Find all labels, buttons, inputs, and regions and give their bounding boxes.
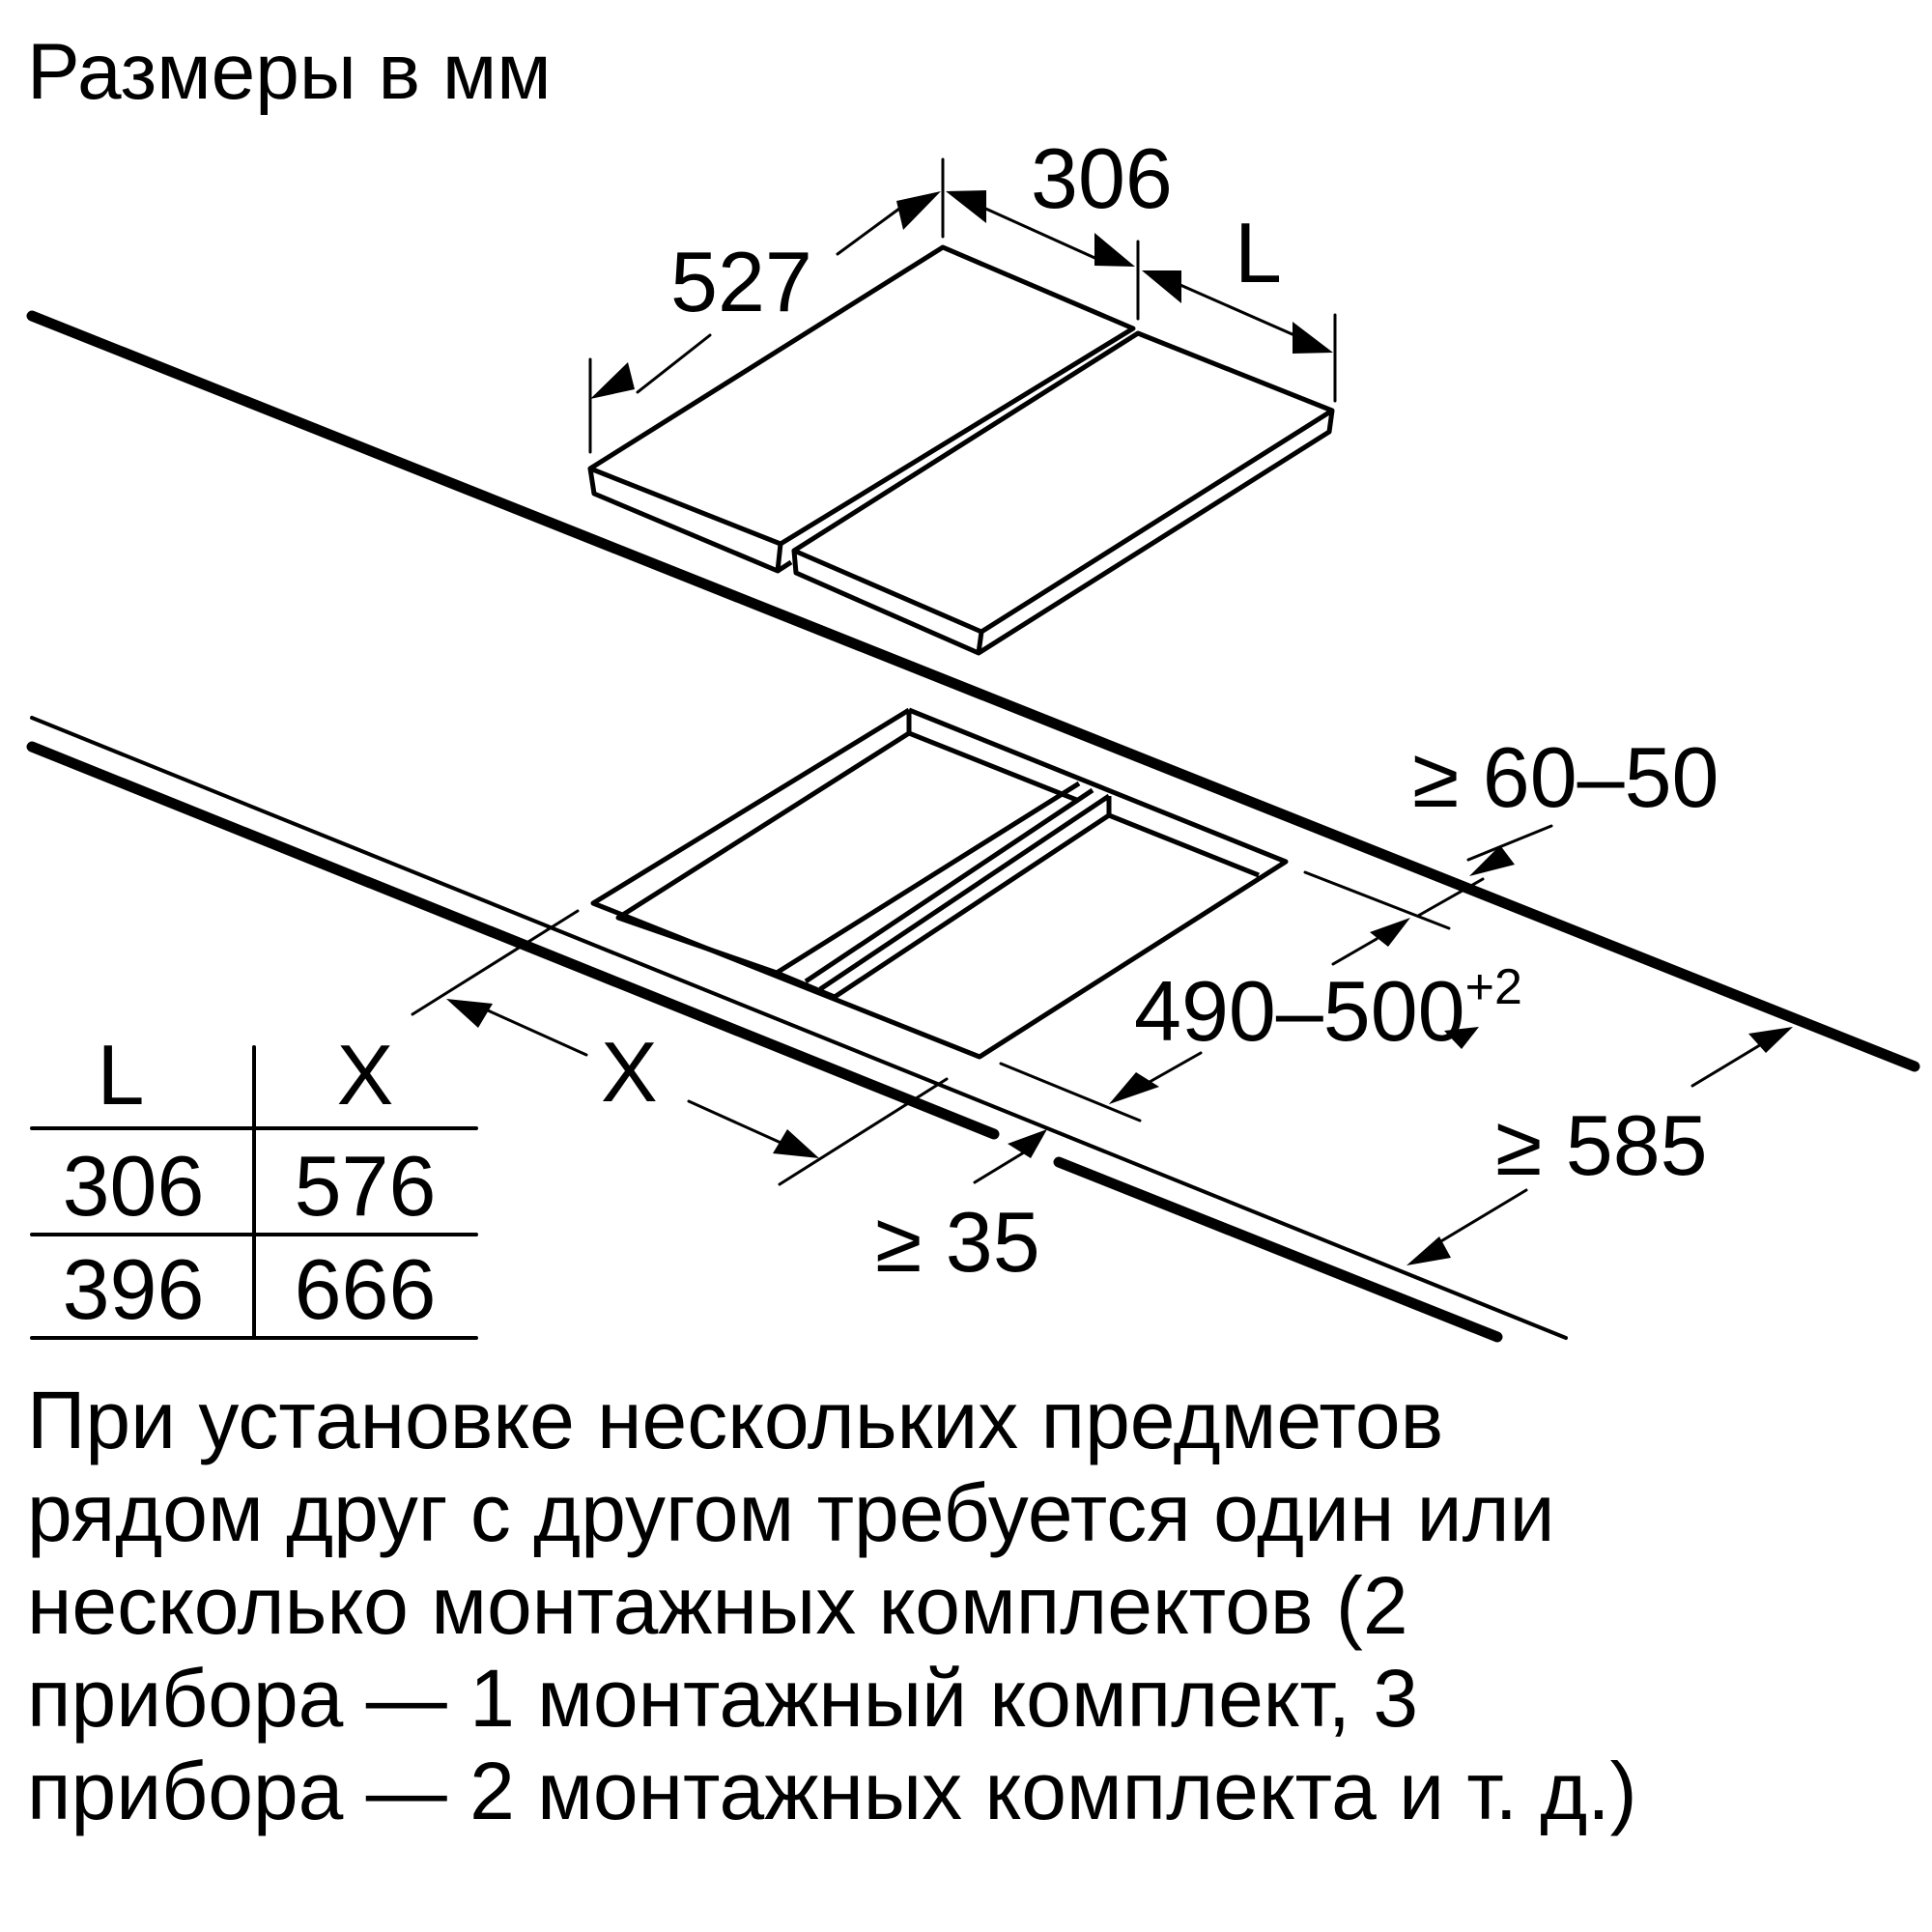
dimension-front-clearance: ≥ 35 xyxy=(875,1129,1047,1290)
note-line: прибора — 2 монтажных комплекта и т. д.) xyxy=(27,1746,1637,1836)
size-table-cell: 306 xyxy=(63,1138,205,1234)
dimension-X: X xyxy=(411,909,949,1186)
note-line: несколько монтажных комплектов (2 xyxy=(27,1560,1408,1651)
size-table-cell: 576 xyxy=(295,1138,437,1234)
note-line: прибора — 1 монтажный комплект, 3 xyxy=(27,1653,1419,1744)
hob-modules xyxy=(587,244,1335,656)
hob-module-right-side xyxy=(977,410,1335,656)
dimension-width: 306 xyxy=(946,130,1173,321)
dimension-L: L xyxy=(1142,205,1337,403)
dimension-X-label: X xyxy=(601,1024,658,1120)
dimension-cutout-depth-label: 490–500+2 xyxy=(1134,959,1522,1059)
dimension-L-label: L xyxy=(1235,205,1282,300)
cutout-depth-tolerance: +2 xyxy=(1465,959,1522,1015)
hob-module-left-front-side xyxy=(587,468,783,574)
worktop-rear-edge xyxy=(26,310,1920,1072)
dimension-worktop-depth: ≥ 585 xyxy=(1406,1027,1793,1265)
note-line: рядом друг с другом требуется один или xyxy=(27,1467,1555,1558)
worktop-front-edge-thin xyxy=(30,716,1568,1340)
cutout-depth-value: 490–500 xyxy=(1134,963,1465,1059)
size-table-header-X: X xyxy=(337,1027,394,1122)
note-line: При установке нескольких предметов xyxy=(27,1375,1444,1465)
cutout-outline xyxy=(590,707,1289,1060)
size-table-cell: 666 xyxy=(295,1241,437,1337)
page-title: Размеры в мм xyxy=(27,28,552,116)
hob-module-left-top xyxy=(587,244,1136,547)
size-table-header-L: L xyxy=(98,1027,145,1122)
dimension-width-label: 306 xyxy=(1031,130,1173,226)
worktop-front-edge-right xyxy=(1053,1156,1503,1343)
worktop-front-edge-left xyxy=(26,741,1000,1140)
dimension-depth: 527 xyxy=(588,157,945,454)
dimension-rear-clearance: ≥ 60–50 xyxy=(1303,729,1719,1049)
size-table-cell: 396 xyxy=(63,1241,205,1337)
dimension-worktop-depth-label: ≥ 585 xyxy=(1495,1097,1708,1193)
dimension-depth-label: 527 xyxy=(670,234,812,329)
dimension-rear-clearance-label: ≥ 60–50 xyxy=(1412,729,1719,825)
size-table: L X 306 576 396 666 xyxy=(30,1027,478,1340)
hob-module-right-front-side xyxy=(791,550,984,656)
dimension-front-clearance-label: ≥ 35 xyxy=(875,1194,1040,1290)
installation-note: При установке нескольких предметов рядом… xyxy=(27,1374,1920,1837)
dimension-cutout-depth: 490–500+2 xyxy=(999,918,1522,1122)
